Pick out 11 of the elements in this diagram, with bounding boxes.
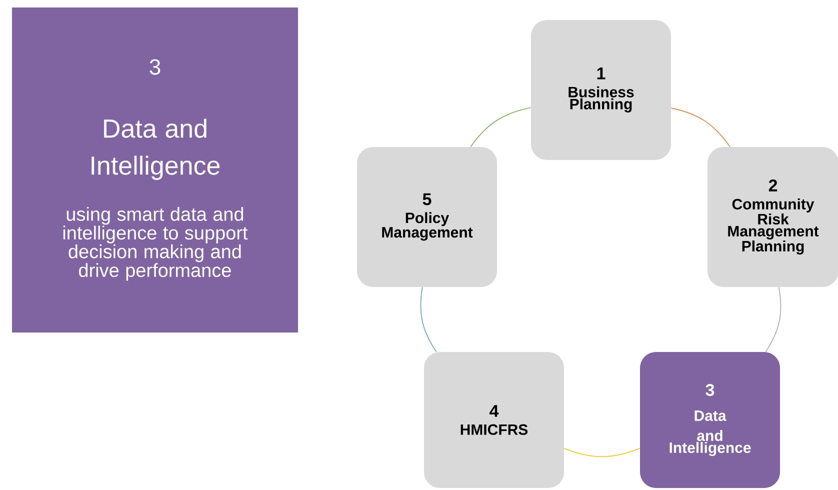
stage-box: 2 Community Risk Management Planning — [708, 147, 838, 287]
connector-arc — [470, 107, 532, 148]
connector-arc — [564, 448, 640, 458]
stage-box: 3 Data and Intelligence — [640, 352, 780, 488]
connector-arc — [420, 286, 437, 352]
stage-box: 1 Business Planning — [531, 20, 671, 160]
stage-box: 5 Policy Management — [357, 147, 497, 287]
stage-box: 4 HMICFRS — [424, 352, 564, 488]
connector-arc — [765, 286, 782, 352]
connector-arc — [670, 108, 730, 148]
info-panel: 3 Data and Intelligence using smart data and intelligence to support decision making and drive performance — [12, 8, 298, 332]
